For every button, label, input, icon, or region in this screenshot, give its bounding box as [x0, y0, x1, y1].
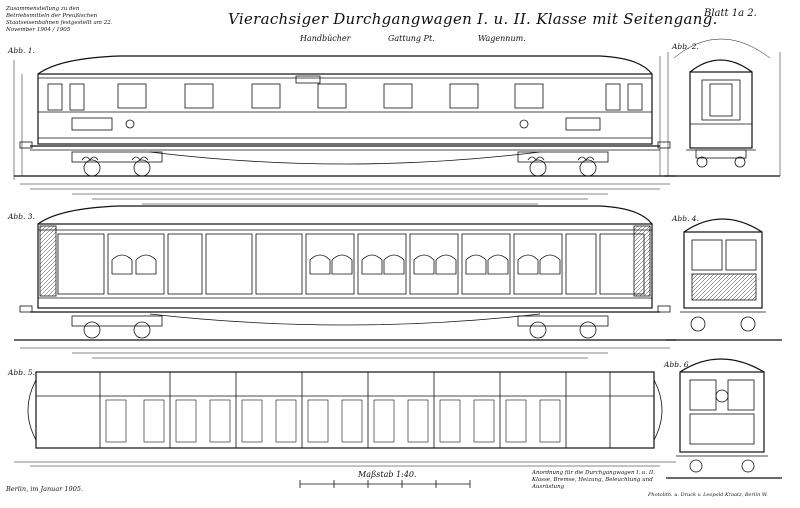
- end-view-abb6: [666, 358, 782, 479]
- figure-label-3: Abb. 3.: [8, 212, 35, 221]
- bogie-left: [71, 151, 163, 177]
- figure-label-5: Abb. 5.: [8, 368, 35, 377]
- longitudinal-section-view: [14, 205, 676, 359]
- bottom-right-note: Anordnung für die Durchgangwagen I. u. I…: [532, 470, 656, 490]
- subtitle-1: Handbücher: [300, 34, 351, 43]
- sheet-title: Vierachsiger Durchgangwagen I. u. II. Kl…: [228, 10, 718, 28]
- end-view-abb2: [664, 38, 781, 177]
- figure-label-1: Abb. 1.: [8, 46, 35, 55]
- dimension-lines-1: [13, 56, 670, 205]
- printer-credit: Photolith. u. Druck v. Leopold Kraatz, B…: [648, 492, 768, 498]
- subtitle-2: Gattung Pt.: [388, 34, 435, 43]
- compartments-section: [57, 233, 645, 295]
- side-windows: [47, 83, 643, 111]
- scale-bar: [299, 480, 471, 488]
- top-left-note: Zusammenstellung zu den Betriebsmitteln …: [6, 6, 113, 33]
- plan-compartments: [99, 372, 611, 448]
- bottom-left-note: Berlin, im Januar 1905.: [6, 485, 84, 493]
- figure-label-6: Abb. 6.: [664, 360, 691, 369]
- bogie-right: [517, 151, 609, 177]
- cross-section-abb4: [666, 218, 782, 341]
- seats-section: [111, 254, 561, 275]
- side-elevation-view: [13, 55, 676, 205]
- plate-number: Blatt 1a 2.: [704, 8, 757, 19]
- subtitle-3: Wagennum.: [478, 34, 526, 43]
- figure-label-4: Abb. 4.: [672, 214, 699, 223]
- scale-label: Maßstab 1:40.: [358, 470, 417, 479]
- figure-label-2: Abb. 2.: [672, 42, 699, 51]
- floor-plan-view: [14, 371, 676, 467]
